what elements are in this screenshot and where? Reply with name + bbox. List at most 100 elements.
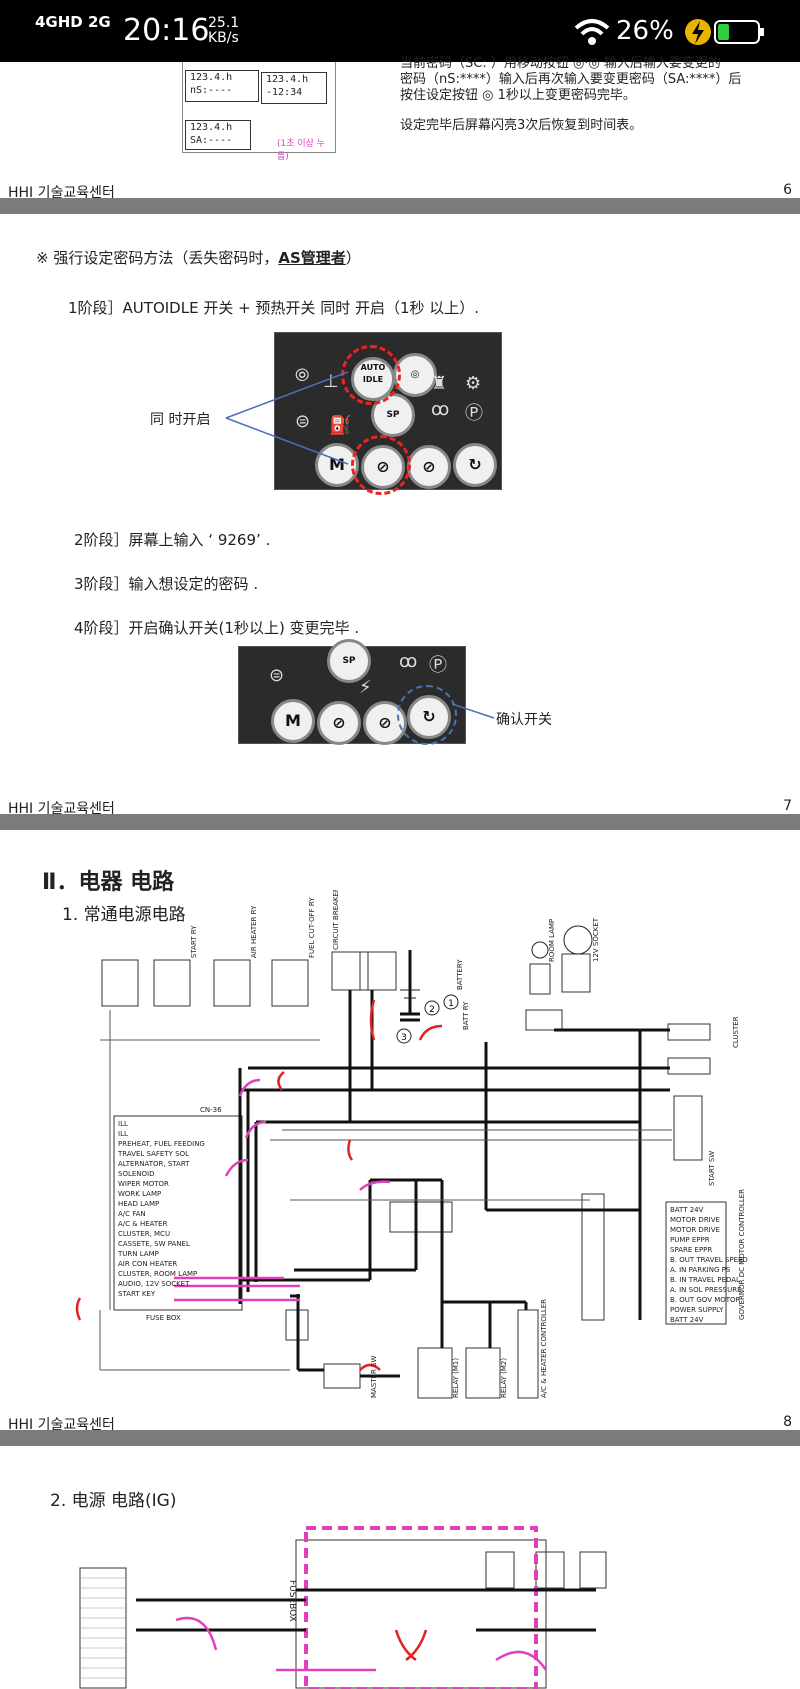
fuse-item: AIR CON HEATER: [118, 1260, 177, 1268]
fuse-item: ILL: [118, 1120, 128, 1128]
section-title: Ⅱ．电器 电路: [42, 870, 175, 895]
fuse-item: CLUSTER, MCU: [118, 1230, 170, 1238]
callout-1: 1: [448, 999, 454, 1009]
governor-label: GOVERNOR DC MOTOR CONTROLLER: [738, 1189, 746, 1320]
step-3: 3阶段］输入想设定的密码 .: [74, 575, 259, 593]
symbol-icon: ꝏ: [399, 651, 418, 672]
switch-panel-photo-2: SP ꝏ Ⓟ ⊜ ⚡ M ⊘ ⊘ ↻: [238, 639, 466, 745]
symbol-icon: ⚡: [359, 677, 372, 698]
symbol-icon: ⦾: [295, 365, 310, 386]
pointer-lines: [225, 371, 349, 465]
clock: 20:16: [123, 13, 210, 48]
wiring-diagram-1: 1 2 3 ILL ILL PREHEAT, FUEL FEEDING TRAV…: [75, 890, 748, 1399]
air-heater-ry-label: AIR HEATER RY: [250, 905, 258, 958]
fuse-item: AUDIO, 12V SOCKET: [118, 1280, 190, 1288]
fuse-item: ALTERNATOR, START: [118, 1160, 190, 1168]
washer-key: ⊘: [407, 445, 451, 489]
page-separator: [0, 814, 800, 830]
highlight-confirm: [397, 685, 457, 745]
gov-item: POWER SUPPLY: [670, 1306, 724, 1314]
cn36-label: CN-36: [200, 1106, 222, 1114]
fuse-item: CLUSTER, ROOM LAMP: [118, 1270, 197, 1278]
page7-heading: ※ 强行设定密码方法（丢失密码时，AS管理者）: [36, 249, 361, 267]
label-same-time: 同 时开启: [150, 412, 211, 428]
washer-key: ⊘: [363, 701, 407, 745]
fuse-item: START KEY: [118, 1290, 156, 1298]
fuse-item: ILL: [118, 1130, 128, 1138]
batt-ry-label: BATT RY: [462, 1001, 470, 1030]
battery-icon: [714, 20, 764, 44]
mode-m-key: M: [271, 699, 315, 743]
highlight-box: [304, 1526, 538, 1689]
gov-item: A. IN PARKING PS: [670, 1266, 731, 1274]
highlight-autoidle: [341, 345, 401, 405]
battery-label: BATTERY: [456, 959, 464, 990]
fuse-item: CASSETE, SW PANEL: [118, 1240, 190, 1248]
section-subtitle-2: 2. 电源 电路(IG): [50, 1491, 177, 1511]
fuse-item: HEAD LAMP: [118, 1200, 159, 1208]
lcd-screen-2: 123.4.h-12:34: [261, 72, 327, 104]
ac-heater-label: A/C & HEATER CONTROLLER: [540, 1299, 548, 1398]
relay-m2-label: RELAY (M2): [500, 1358, 508, 1398]
fuse-box-label: FUSE BOX: [146, 1314, 181, 1322]
fuse-item: WIPER MOTOR: [118, 1180, 169, 1188]
gov-item: A. IN SOL PRESSURE: [670, 1286, 742, 1294]
charging-icon: [685, 19, 711, 45]
switch-panel-photo-1: AUTO IDLE ◎ SP M ⊘ ⊘ ↻ ⦾ ⊥ ♜ ⚙ ꝏ Ⓟ ⊜ ⛽: [274, 332, 502, 495]
gov-item: MOTOR DRIVE: [670, 1216, 720, 1224]
network-indicator: 4GHD 2G: [35, 13, 111, 31]
socket-label: 12V SOCKET: [592, 917, 600, 962]
highlight-preheat: [351, 435, 411, 495]
gov-item: B. OUT TRAVEL SPEED: [670, 1256, 748, 1264]
fuse-item: A/C FAN: [118, 1210, 146, 1218]
speed-key: SP: [371, 393, 415, 437]
start-ry-label: START RY: [190, 925, 198, 958]
page-separator: [0, 1430, 800, 1446]
gov-item: PUMP EPPR: [670, 1236, 710, 1244]
symbol-icon: ⚙: [465, 373, 482, 394]
fuse-item: TURN LAMP: [117, 1250, 159, 1258]
step-1: 1阶段］AUTOIDLE 开关 + 预热开关 同时 开启（1秒 以上）.: [68, 299, 480, 317]
gov-item: SPARE EPPR: [670, 1246, 712, 1254]
symbol-icon: ♜: [431, 373, 448, 394]
breaker-label: CIRCUIT BREAKER MANUL RESET: [332, 890, 340, 950]
parking-icon: Ⓟ: [429, 655, 447, 676]
fuse-item: WORK LAMP: [118, 1190, 161, 1198]
confirm-key: ↻: [453, 443, 497, 487]
fuse-item: PREHEAT, FUEL FEEDING: [118, 1140, 205, 1148]
step-4: 4阶段］开启确认开关(1秒以上) 变更完毕 .: [74, 619, 360, 637]
cluster-label: CLUSTER: [732, 1016, 740, 1048]
step-2: 2阶段］屏幕上输入 ‘ 9269’ .: [74, 531, 271, 549]
wiring-diagram-2: FUSEBOX: [79, 1526, 607, 1689]
page6-text: 当前密码（SC: ）用移动按钮 ◎·◎ 输入后输入要变更的 密码（nS:****…: [400, 56, 742, 133]
callout-3: 3: [401, 1033, 407, 1043]
wiper-key: ⊘: [317, 701, 361, 745]
gov-item: MOTOR DRIVE: [670, 1226, 720, 1234]
page-separator: [0, 198, 800, 214]
callout-2: 2: [429, 1005, 435, 1015]
gov-item: B. IN TRAVEL PEDAL: [670, 1276, 740, 1284]
parking-icon: Ⓟ: [465, 403, 483, 424]
gov-item: B. OUT GOV MOTOR: [670, 1296, 741, 1304]
relay-m1-label: RELAY (M1): [452, 1358, 460, 1398]
gov-item: BATT 24V: [670, 1206, 704, 1214]
gov-item: BATT 24V: [670, 1316, 704, 1324]
battery-percent: 26%: [616, 16, 674, 46]
wifi-icon: [574, 19, 610, 45]
pink-note: (1초 이상 누름): [277, 139, 326, 162]
fuel-cut-ry-label: FUEL CUT-OFF RY: [308, 897, 316, 958]
symbol-icon: ꝏ: [431, 399, 450, 420]
fuse-item: TRAVEL SAFETY SOL: [117, 1150, 189, 1158]
symbol-icon: ⊜: [269, 665, 285, 686]
fusebox-label: FUSEBOX: [287, 1580, 297, 1622]
fuse-item: SOLENOID: [118, 1170, 154, 1178]
master-sw-label: MASTER SW: [370, 1355, 378, 1398]
